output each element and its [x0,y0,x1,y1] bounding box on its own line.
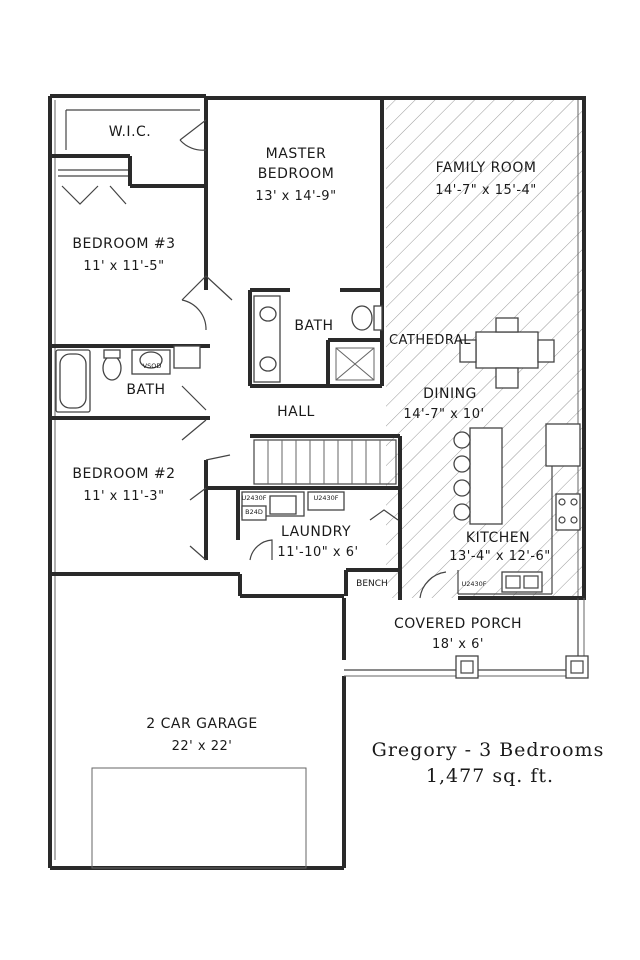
master-bedroom-label-1: MASTER [266,146,327,162]
laundry-cabinet-3: B24D [245,508,263,516]
kitchen-cabinet: U2430F [461,580,486,588]
laundry-label: LAUNDRY [281,524,351,540]
bedroom3-label: BEDROOM #3 [72,236,175,252]
wic-label: W.I.C. [109,124,152,140]
hall-label: HALL [277,404,315,420]
garage-label: 2 CAR GARAGE [146,716,258,732]
master-bath-label: BATH [294,318,333,334]
vsod-label: VSOD [143,362,162,370]
plan-title: Gregory - 3 Bedrooms [372,739,605,761]
garage-dims: 22' x 22' [172,739,233,754]
kitchen-label: KITCHEN [466,530,530,546]
hall-bath-fixtures [55,345,201,413]
family-room-label: FAMILY ROOM [436,160,537,176]
family-room-dims: 14'-7" x 15'-4" [435,183,537,198]
cathedral-label: CATHEDRAL [389,333,471,348]
kitchen-dims: 13'-4" x 12'-6" [449,549,551,564]
laundry-appliances [241,491,345,521]
master-bath-fixtures [253,295,383,383]
laundry-cabinet-1: U2430F [241,494,266,502]
plan-area: 1,477 sq. ft. [426,765,554,787]
dining-dims: 14'-7" x 10' [403,407,484,422]
bedroom2-dims: 11' x 11'-3" [83,489,164,504]
dining-table [459,317,555,389]
porch [344,598,589,679]
hall-bath-label: BATH [126,382,165,398]
bedroom3-dims: 11' x 11'-5" [83,259,164,274]
master-bedroom-label-2: BEDROOM [258,166,335,182]
doors [61,119,447,599]
dining-label: DINING [423,386,477,402]
interior-walls [50,96,402,600]
master-bedroom-dims: 13' x 14'-9" [255,189,336,204]
laundry-cabinet-2: U2430F [313,494,338,502]
kitchen-fixtures [453,423,581,595]
laundry-dims: 11'-10" x 6' [277,545,358,560]
stairs [253,439,397,485]
covered-porch-label: COVERED PORCH [394,616,522,632]
bench-label: BENCH [356,579,388,589]
garage-door [91,767,307,869]
bedroom2-label: BEDROOM #2 [72,466,175,482]
covered-porch-dims: 18' x 6' [432,637,484,652]
